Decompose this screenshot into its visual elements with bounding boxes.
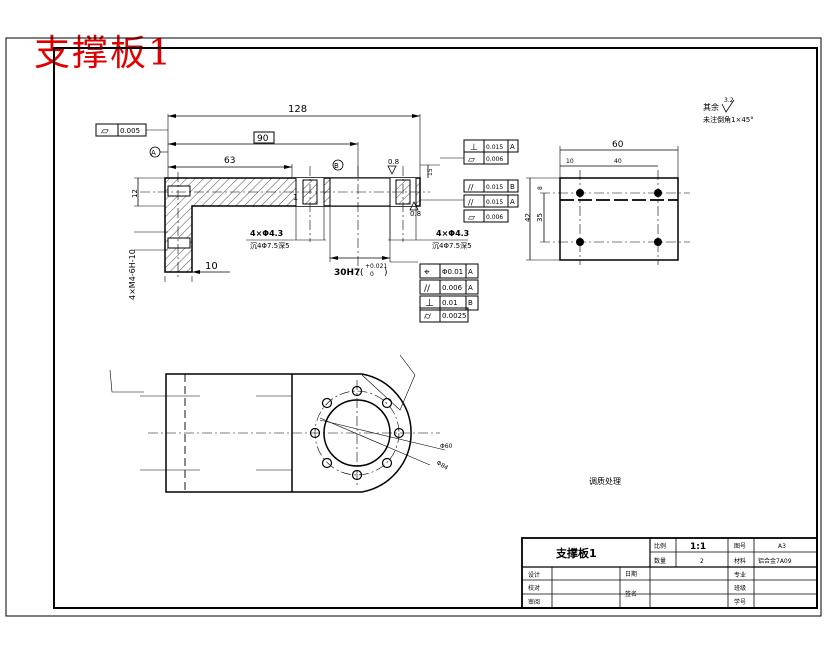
side-view: 60 10 40 42 35 8 bbox=[524, 140, 690, 265]
dim-12: 12 bbox=[131, 189, 139, 198]
svg-text:0.0025: 0.0025 bbox=[442, 312, 467, 320]
tb-sign-label: 签名 bbox=[625, 590, 637, 598]
svg-text:▱: ▱ bbox=[101, 126, 109, 137]
dim-90: 90 bbox=[257, 134, 269, 144]
svg-text:A: A bbox=[510, 198, 515, 206]
note-chamfer: 未注倒角1×45° bbox=[703, 115, 754, 124]
dim-63: 63 bbox=[224, 156, 235, 166]
hole-right-sub: 沉4Φ7.5深5 bbox=[432, 241, 472, 250]
svg-text:0.01: 0.01 bbox=[442, 299, 458, 307]
general-notes: 其余 3.2 未注倒角1×45° bbox=[703, 97, 754, 124]
tolerance-block-1: ⊥ 0.015 A ▱ 0.006 bbox=[440, 139, 519, 165]
svg-text:0.006: 0.006 bbox=[442, 284, 463, 292]
datum-b-circle: B bbox=[334, 162, 339, 170]
drawing-title-overlay: 支撑板1 bbox=[34, 33, 173, 74]
tolerance-block-2: // 0.015 B // 0.015 A ▱ 0.006 bbox=[420, 179, 519, 223]
svg-text:A: A bbox=[510, 143, 515, 151]
svg-text:0.015: 0.015 bbox=[486, 199, 503, 206]
tb-qty-value: 2 bbox=[700, 558, 704, 565]
dim-phi84: Φ84 bbox=[435, 460, 449, 472]
tb-major-label: 专业 bbox=[734, 571, 746, 579]
tb-review-label: 审阅 bbox=[528, 598, 540, 606]
svg-text:A: A bbox=[468, 284, 473, 292]
bore-tol-lower: 0 bbox=[370, 271, 374, 278]
svg-text:B: B bbox=[468, 299, 473, 307]
bore-dim: 30H7 bbox=[334, 268, 360, 278]
outer-border bbox=[5, 37, 822, 617]
svg-text:B: B bbox=[510, 183, 515, 191]
inner-border bbox=[53, 47, 818, 609]
tb-drawing-no-value: A3 bbox=[778, 543, 786, 550]
datum-a-circle: A bbox=[151, 149, 156, 157]
tb-scale-label: 比例 bbox=[654, 542, 666, 550]
svg-text:⌭: ⌭ bbox=[424, 311, 432, 322]
dim-8: 8 bbox=[537, 186, 544, 190]
tb-date-label: 日期 bbox=[625, 570, 637, 578]
svg-text:A: A bbox=[468, 268, 473, 276]
dim-128: 128 bbox=[288, 104, 307, 115]
svg-text://: // bbox=[424, 284, 431, 294]
tb-material-label: 材料 bbox=[734, 557, 746, 565]
note-remaining: 其余 bbox=[703, 102, 719, 112]
hole-left-main: 4×Φ4.3 bbox=[250, 229, 283, 238]
svg-text:Φ0.01: Φ0.01 bbox=[442, 268, 463, 276]
dim-15: 15 bbox=[427, 168, 434, 176]
dim-35: 35 bbox=[536, 213, 544, 222]
dim-phi60: Φ60 bbox=[440, 443, 453, 450]
svg-text:⌖: ⌖ bbox=[424, 267, 430, 278]
svg-text:0.015: 0.015 bbox=[486, 184, 503, 191]
hole-left-sub: 沉4Φ7.5深5 bbox=[250, 241, 290, 250]
front-view: 128 90 63 12 10 1 4×M4-6H-10 4×Φ4.3 沉4 bbox=[95, 104, 472, 300]
svg-text:▱: ▱ bbox=[468, 213, 475, 223]
tb-name: 支撑板1 bbox=[555, 546, 597, 560]
dim-42: 42 bbox=[524, 213, 532, 222]
thread-note: 4×M4-6H-10 bbox=[128, 249, 137, 300]
tb-check-label: 校对 bbox=[528, 584, 540, 592]
bore-tol-upper: +0.021 bbox=[365, 263, 387, 270]
svg-text:0.015: 0.015 bbox=[486, 144, 503, 151]
dim-10: 10 bbox=[205, 261, 218, 272]
note-heat: 调质处理 bbox=[589, 476, 621, 486]
svg-text:0.006: 0.006 bbox=[486, 214, 503, 221]
dim-60: 60 bbox=[612, 140, 624, 150]
tb-design-label: 设计 bbox=[528, 571, 540, 579]
note-roughness: 3.2 bbox=[724, 97, 734, 104]
svg-text://: // bbox=[468, 198, 474, 207]
tb-qty-label: 数量 bbox=[654, 557, 666, 565]
tb-material-value: 铝合金7A09 bbox=[758, 557, 792, 565]
hole-right-main: 4×Φ4.3 bbox=[436, 229, 469, 238]
tb-class-label: 班级 bbox=[734, 584, 746, 592]
tb-student-no-label: 学号 bbox=[734, 598, 746, 606]
surface-top: 0.8 bbox=[388, 158, 399, 166]
svg-text:): ) bbox=[384, 268, 388, 278]
svg-text:0.006: 0.006 bbox=[486, 156, 503, 163]
svg-text:▱: ▱ bbox=[468, 155, 475, 165]
dim-40: 40 bbox=[614, 158, 622, 165]
svg-text://: // bbox=[468, 183, 474, 192]
flatness-left-value: 0.005 bbox=[120, 127, 140, 135]
svg-text:⊥: ⊥ bbox=[425, 298, 434, 309]
svg-text:(: ( bbox=[360, 268, 364, 278]
tolerance-block-3: ⌖ Φ0.01 A // 0.006 A ⊥ 0.01 B ⌭ 0.0025 bbox=[419, 263, 479, 323]
dim-10b: 10 bbox=[566, 158, 574, 165]
surface-bottom: 0.8 bbox=[410, 210, 421, 218]
svg-text:⊥: ⊥ bbox=[470, 143, 478, 153]
title-block: 支撑板1 比例 1:1 图号 A3 数量 2 材料 铝合金7A09 设计 日期 … bbox=[521, 537, 818, 609]
top-view: Φ60 Φ84 bbox=[109, 354, 453, 493]
dim-1: 1 bbox=[293, 193, 298, 202]
tb-drawing-no-label: 图号 bbox=[734, 543, 746, 550]
tb-scale-value: 1:1 bbox=[690, 542, 706, 552]
